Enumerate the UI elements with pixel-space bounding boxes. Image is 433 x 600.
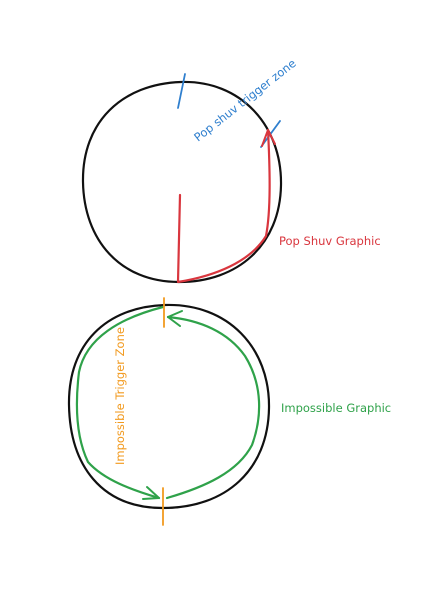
impossible-right-arrow-head — [167, 310, 183, 327]
impossible-left-arc — [75, 305, 165, 500]
pop-shuv-diagram: Pop shuv trigger zone Pop Shuv Graphic — [81, 56, 381, 284]
pop-shuv-trigger-zone-label: Pop shuv trigger zone — [191, 56, 299, 144]
pop-shuv-graphic-label: Pop Shuv Graphic — [279, 234, 381, 248]
pop-shuv-arrow-head — [261, 129, 276, 147]
impossible-trigger-zone-label: Impossible Trigger Zone — [113, 327, 127, 465]
impossible-right-arc — [165, 315, 261, 500]
impossible-circle-outline — [67, 303, 271, 510]
impossible-left-arrow-head — [142, 486, 160, 500]
pop-shuv-rotation-line — [176, 128, 271, 284]
impossible-diagram: Impossible Trigger Zone Impossible Graph… — [67, 297, 391, 526]
pop-shuv-trigger-tick-top — [177, 73, 186, 109]
impossible-graphic-label: Impossible Graphic — [281, 401, 391, 415]
